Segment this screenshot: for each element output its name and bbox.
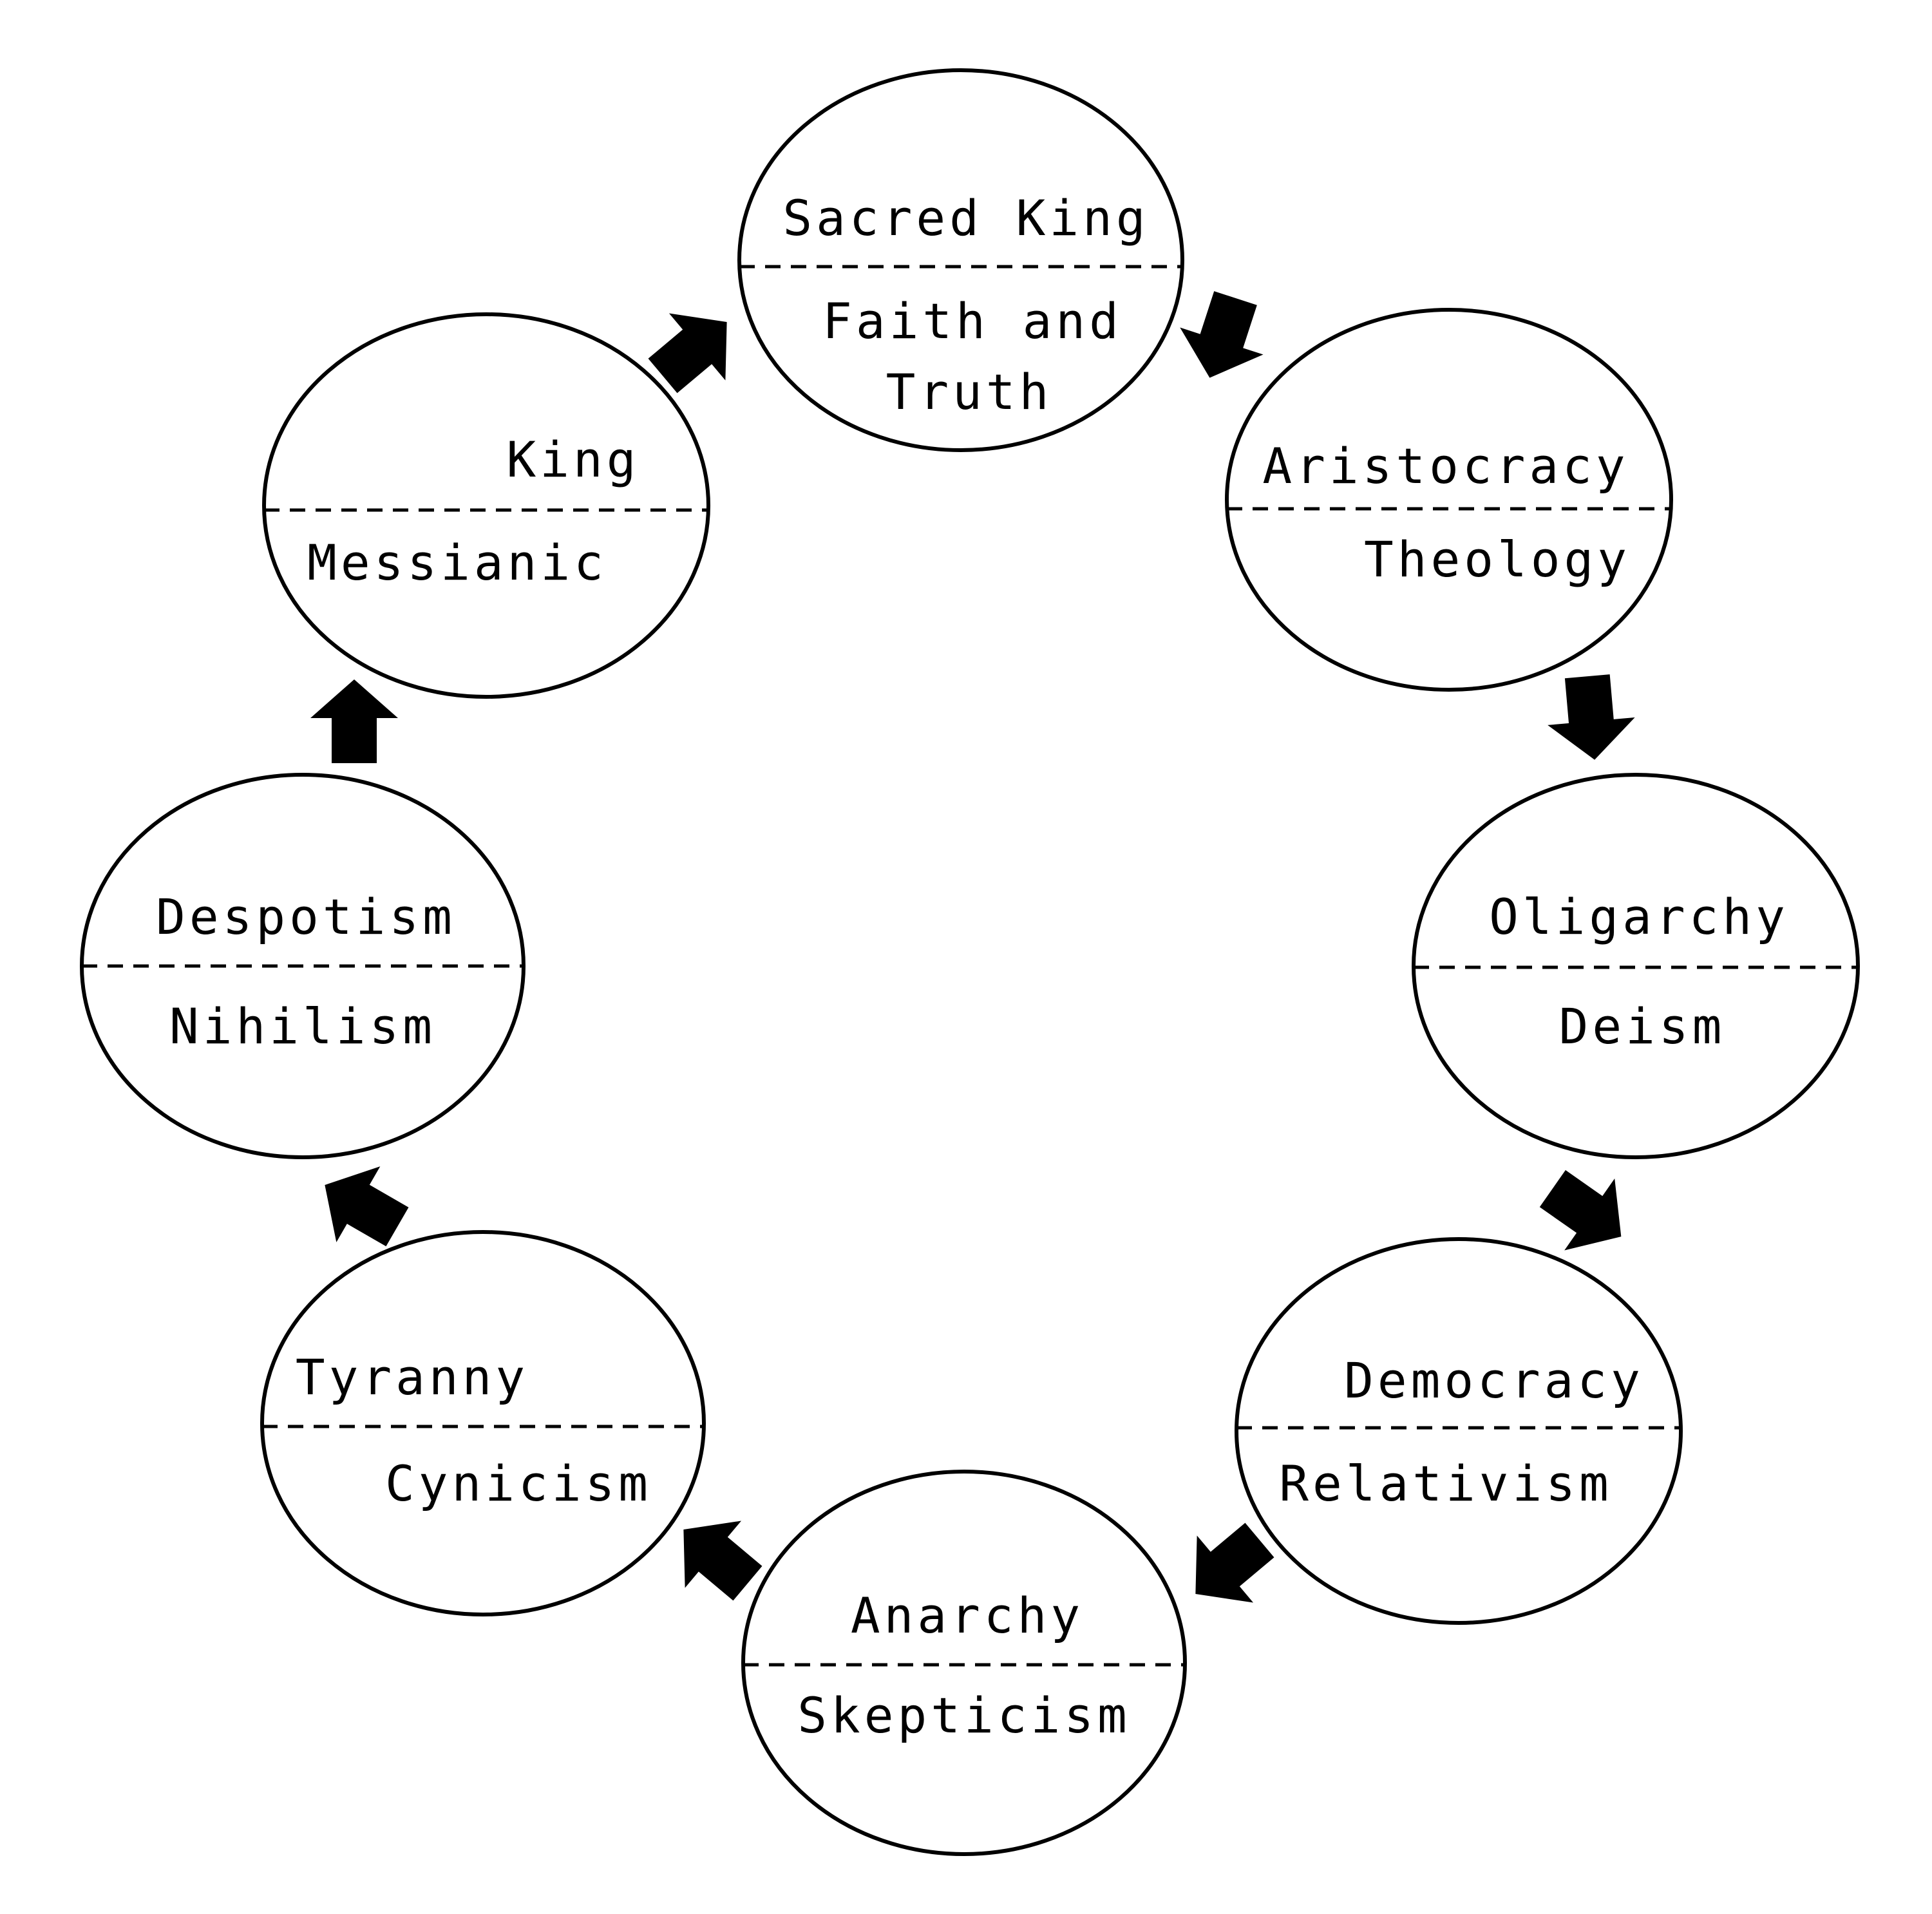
node-upper-label: King [506,431,639,488]
node-lower-label: Cynicism [385,1455,652,1512]
node-lower-label: Messianic [307,534,607,591]
node-upper-label: Despotism [156,888,456,945]
node-lower-label: Deism [1559,998,1726,1055]
node-upper-label: Aristocracy [1262,437,1629,495]
node-lower-label: Faith and [822,292,1122,350]
node-oligarchy: Oligarchy Deism [1412,773,1860,1159]
node-sacred-king: Sacred King Faith and Truth [737,68,1184,452]
arrow-icon [1180,291,1264,378]
arrow-icon [310,679,398,763]
arrow-icon [1539,1170,1622,1251]
node-upper-label: Sacred King [782,189,1149,247]
node-ellipse [737,68,1184,452]
node-anarchy: Anarchy Skepticism [741,1470,1187,1856]
node-upper-label: Tyranny [296,1349,529,1406]
arrow-icon [1195,1522,1274,1603]
node-upper-label: Oligarchy [1489,888,1789,945]
node-upper-label: Anarchy [851,1587,1084,1644]
node-lower-label: Skepticism [797,1687,1131,1744]
node-lower-label: Nihilism [169,998,436,1055]
node-aristocracy: Aristocracy Theology [1225,308,1673,692]
node-ellipse [1225,308,1673,692]
arrow-icon [683,1521,762,1601]
arrow-icon [1548,674,1635,760]
node-ellipse [1235,1237,1683,1625]
node-lower-label: Theology [1364,531,1631,588]
node-ellipse [741,1470,1187,1856]
node-lower-label: Truth [886,363,1053,421]
node-tyranny: Tyranny Cynicism [260,1230,706,1616]
node-king: King Messianic [262,312,710,699]
node-democracy: Democracy Relativism [1235,1237,1683,1625]
node-despotism: Despotism Nihilism [80,773,526,1159]
node-ellipse [260,1230,706,1616]
node-ellipse [262,312,710,699]
node-upper-label: Democracy [1344,1352,1644,1409]
arrow-icon [648,313,727,393]
node-lower-label: Relativism [1279,1455,1613,1512]
arrow-icon [325,1166,409,1247]
